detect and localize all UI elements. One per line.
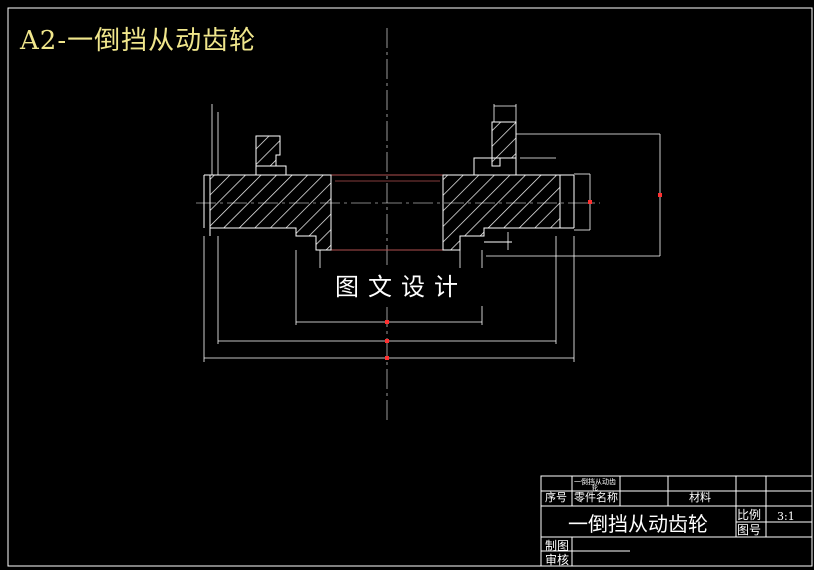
- title-block-part-name: 一倒挡从动齿轮: [568, 512, 708, 536]
- title-block-part-name-small-2: 轮: [592, 485, 599, 492]
- right-section: [442, 121, 574, 251]
- drawing-title: A2-一倒挡从动齿轮: [20, 26, 257, 56]
- drawing-frame: [7, 7, 813, 567]
- title-block-check-label: 审核: [545, 553, 570, 567]
- title-block: [540, 475, 813, 567]
- title-block-seq-label: 序号: [545, 491, 567, 504]
- dimension-ticks: [385, 193, 662, 360]
- title-block-drawn-label: 制图: [545, 539, 570, 553]
- left-section: [204, 135, 332, 251]
- title-block-part-label: 零件名称: [574, 491, 618, 504]
- title-block-part-name-small: 一倒挡从动齿: [574, 478, 616, 486]
- title-block-scale-label: 比例: [737, 508, 762, 522]
- rim-lines: [203, 175, 575, 236]
- title-block-drawing-no-label: 图号: [737, 523, 762, 537]
- title-block-material-label: 材料: [689, 491, 711, 504]
- title-block-scale-value: 3:1: [777, 510, 795, 523]
- watermark: 图文设计: [316, 268, 486, 306]
